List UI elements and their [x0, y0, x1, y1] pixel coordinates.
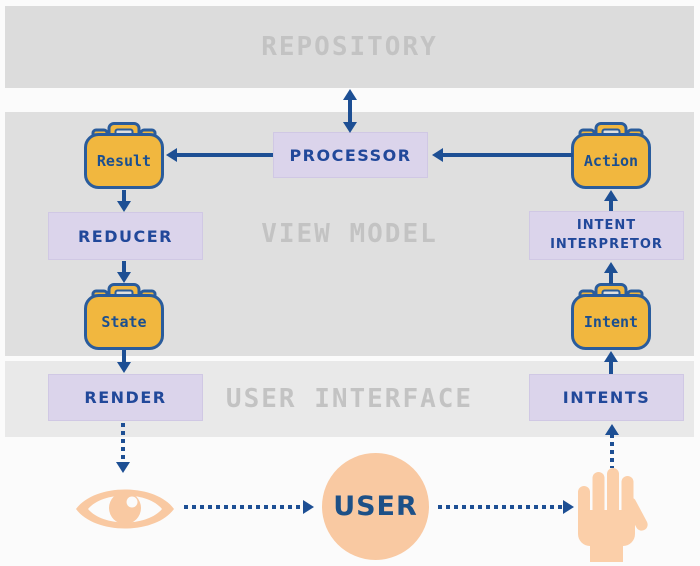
intent-interpretor-label-line2: INTERPRETOR	[550, 236, 663, 252]
arrowhead-interpretor-to-action	[604, 190, 618, 201]
arrow-line-action-processor	[441, 153, 573, 157]
arrow-line-interpretor-action	[609, 199, 613, 211]
processor-node: PROCESSOR	[273, 132, 428, 178]
repository-band-label: REPOSITORY	[261, 32, 438, 62]
arrowhead-state-to-render	[117, 362, 131, 373]
hand-icon	[578, 468, 648, 562]
eye-icon	[75, 478, 175, 540]
state-node: State	[84, 282, 164, 350]
arrowhead-eye-to-user	[303, 500, 314, 514]
arrowhead-reducer-to-state	[117, 272, 131, 283]
arrow-line-intents-intent	[609, 360, 613, 374]
intents-node: INTENTS	[529, 374, 684, 421]
arrowhead-user-to-hand	[563, 500, 574, 514]
briefcase-icon	[571, 122, 651, 189]
result-label: Result	[96, 152, 152, 170]
intent-interpretor-label-line1: INTENT	[576, 217, 637, 233]
dotted-line-eye-user	[184, 505, 304, 509]
arrow-line-state-render	[122, 350, 126, 363]
action-node: Action	[571, 121, 651, 189]
state-label: State	[101, 313, 147, 331]
arrow-line-reducer-state	[122, 261, 126, 274]
arrowhead-result-to-reducer	[117, 201, 131, 212]
intent-node: Intent	[571, 282, 651, 350]
briefcase-icon	[84, 283, 164, 350]
intent-interpretor-node: INTENT INTERPRETOR	[529, 211, 684, 260]
briefcase-icon	[84, 122, 164, 189]
user-node: USER	[322, 453, 429, 560]
arrowhead-intent-to-interpretor	[604, 262, 618, 273]
arrowhead-intents-to-intent	[604, 351, 618, 362]
reducer-node: REDUCER	[48, 212, 203, 260]
action-label: Action	[583, 152, 639, 170]
arrowhead-down-processor	[343, 122, 357, 133]
user-interface-band-label: USER INTERFACE	[225, 384, 474, 414]
processor-label: PROCESSOR	[289, 145, 412, 165]
intent-label: Intent	[583, 313, 639, 331]
arrow-line-result-reducer	[122, 190, 126, 203]
arrow-line-intent-interpretor	[609, 271, 613, 284]
user-label: USER	[333, 491, 418, 522]
arrow-line-repository-processor	[348, 99, 352, 123]
arrowhead-hand-to-intents	[605, 424, 619, 435]
view-model-band-label: VIEW MODEL	[261, 219, 438, 249]
result-node: Result	[84, 121, 164, 189]
arrowhead-processor-to-result	[166, 148, 177, 162]
arrowhead-up-repository	[343, 89, 357, 100]
intents-label: INTENTS	[562, 388, 651, 407]
arrowhead-render-to-eye	[116, 462, 130, 473]
briefcase-icon	[571, 283, 651, 350]
dotted-line-user-hand	[438, 505, 564, 509]
dotted-line-render-eye	[121, 423, 125, 463]
repository-band: REPOSITORY	[5, 6, 694, 88]
arrowhead-action-to-processor	[432, 148, 443, 162]
arrow-line-processor-result	[175, 153, 273, 157]
dotted-line-hand-intents	[610, 434, 614, 468]
render-node: RENDER	[48, 374, 203, 421]
reducer-label: REDUCER	[77, 226, 173, 246]
render-label: RENDER	[84, 388, 167, 407]
